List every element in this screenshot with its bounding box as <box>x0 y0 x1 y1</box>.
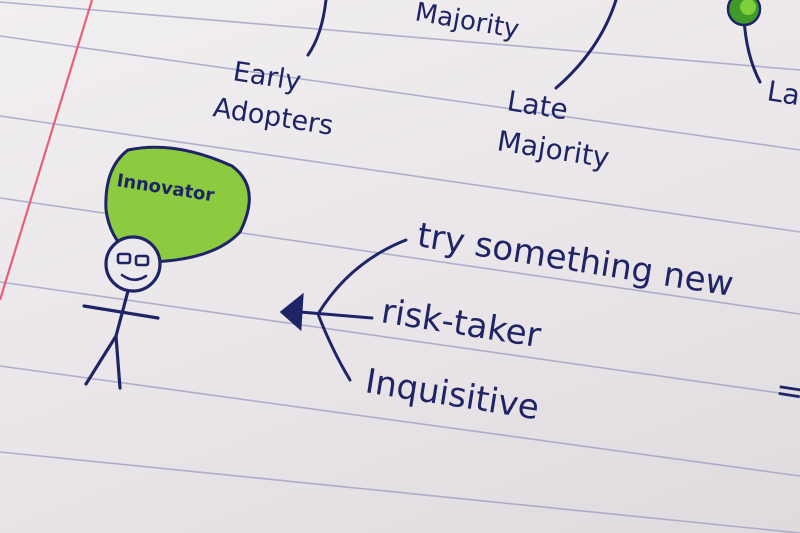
rule-line <box>0 451 800 533</box>
late-majority-line2: Majority <box>495 124 612 174</box>
early-adopters-line2: Adopters <box>211 92 336 142</box>
branch-bottom <box>316 312 352 382</box>
equals-sign: = <box>773 369 800 413</box>
innovator-bubble <box>104 145 251 264</box>
trait-inquisitive: Inquisitive <box>363 361 542 428</box>
rule-line <box>0 281 800 397</box>
figure-arms <box>82 304 160 320</box>
laggards-partial-text: La <box>765 74 800 112</box>
glasses-right <box>134 254 150 267</box>
late-majority-line1: Late <box>505 84 570 126</box>
rule-line <box>0 365 800 477</box>
rule-line <box>0 115 800 233</box>
connector-laggards <box>742 16 762 84</box>
glasses-left <box>116 252 132 265</box>
stick-figure-icon <box>82 235 162 390</box>
trait-risk-taker: risk-taker <box>379 291 544 356</box>
rule-line <box>0 1 800 71</box>
figure-right-leg <box>114 334 122 390</box>
trait-try-something-new: try something new <box>415 215 737 304</box>
arrow-shaft <box>298 310 374 320</box>
margin-line <box>0 0 94 301</box>
green-dot-highlight <box>740 0 756 15</box>
early-adopters-line1: Early <box>231 56 303 97</box>
rule-line <box>0 35 800 151</box>
figure-smile <box>120 273 148 282</box>
branch-top <box>316 238 408 316</box>
figure-left-leg <box>84 334 118 386</box>
figure-head <box>104 235 162 293</box>
connector-late-majority <box>554 0 618 90</box>
connector-early-adopters <box>306 0 328 57</box>
arrow-head <box>279 292 304 332</box>
arrow-left-icon <box>279 238 408 382</box>
